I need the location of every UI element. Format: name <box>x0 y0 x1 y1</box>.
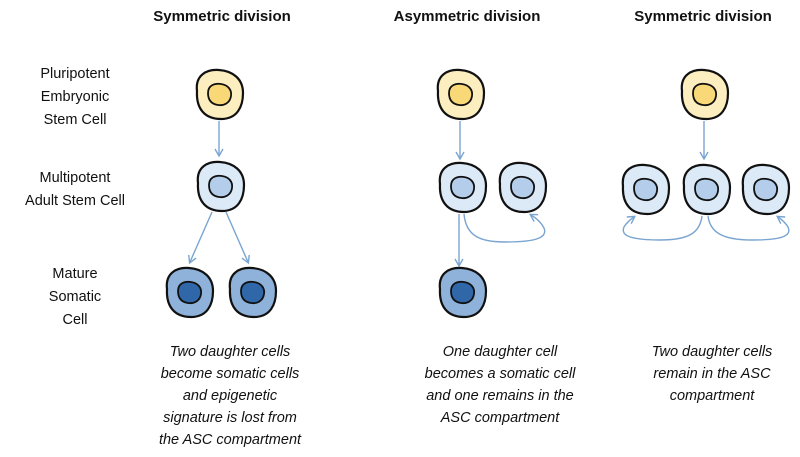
row-label-mature: Mature Somatic Cell <box>0 263 150 332</box>
embryonic-stem-cell <box>195 68 245 121</box>
adult-stem-cell <box>498 161 548 214</box>
row-label-pluripotent: Pluripotent Embryonic Stem Cell <box>0 63 150 132</box>
adult-stem-cell <box>682 163 732 216</box>
row-label-line: Pluripotent <box>40 66 110 82</box>
adult-stem-cell <box>196 160 246 213</box>
column-title-symmetric-left: Symmetric division <box>153 8 291 25</box>
caption-line: becomes a somatic cell <box>424 366 576 382</box>
caption-line: become somatic cells <box>160 366 300 382</box>
embryonic-stem-cell <box>680 68 730 121</box>
caption-line: signature is lost from <box>163 410 297 426</box>
caption-line: compartment <box>669 388 755 404</box>
row-label-line: Embryonic <box>40 89 110 105</box>
caption-symmetric-renewal: Two daughter cells remain in the ASC com… <box>612 341 800 407</box>
row-label-line: Somatic <box>48 289 102 305</box>
caption-symmetric-somatic: Two daughter cells become somatic cells … <box>130 341 330 451</box>
caption-line: the ASC compartment <box>158 432 302 448</box>
row-label-line: Stem Cell <box>43 112 107 128</box>
row-label-line: Mature <box>52 266 98 282</box>
caption-line: ASC compartment <box>440 410 560 426</box>
embryonic-stem-cell <box>436 68 486 121</box>
column-title-asymmetric: Asymmetric division <box>393 8 541 25</box>
caption-line: Two daughter cells <box>651 344 773 360</box>
caption-line: remain in the ASC <box>653 366 771 382</box>
adult-stem-cell <box>438 161 488 214</box>
caption-line: One daughter cell <box>442 344 558 360</box>
caption-line: Two daughter cells <box>169 344 291 360</box>
self-renewal-loop-arrow <box>463 213 546 243</box>
mature-somatic-cell <box>438 266 488 319</box>
self-renewal-loop-arrow <box>622 215 703 241</box>
column-title-symmetric-right: Symmetric division <box>634 8 772 25</box>
row-label-line: Cell <box>62 312 88 328</box>
row-label-line: Multipotent <box>39 170 111 186</box>
caption-line: and epigenetic <box>182 388 278 404</box>
adult-stem-cell <box>741 163 791 216</box>
caption-asymmetric: One daughter cell becomes a somatic cell… <box>400 341 600 429</box>
arrow <box>188 211 213 265</box>
self-renewal-loop-arrow <box>707 215 790 241</box>
mature-somatic-cell <box>165 266 215 319</box>
mature-somatic-cell <box>228 266 278 319</box>
row-label-line: Adult Stem Cell <box>25 193 125 209</box>
arrow <box>225 211 250 265</box>
caption-line: and one remains in the <box>426 388 574 404</box>
row-label-multipotent: Multipotent Adult Stem Cell <box>0 167 150 213</box>
adult-stem-cell <box>621 163 671 216</box>
